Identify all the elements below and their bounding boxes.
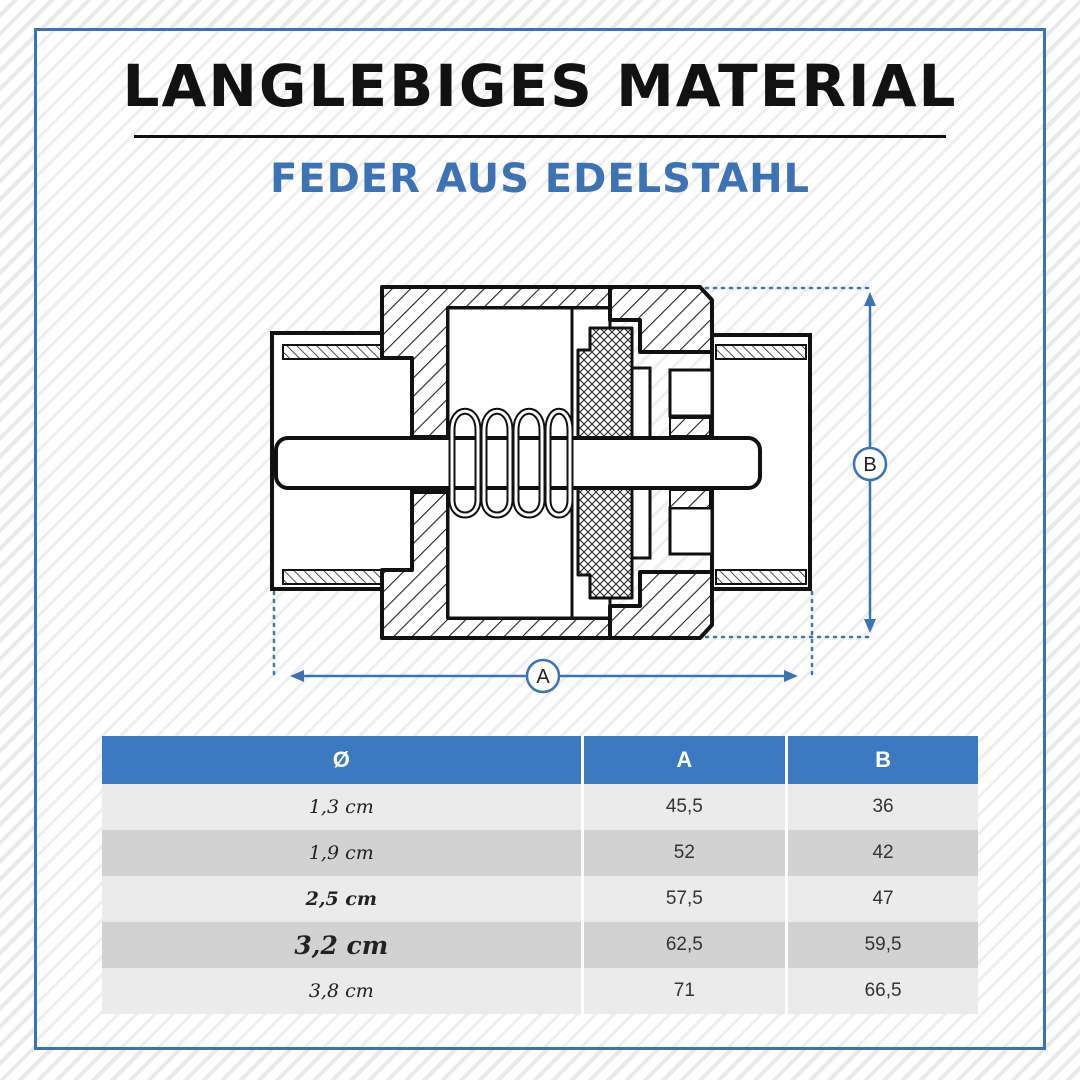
cell-b: 36 (788, 784, 978, 830)
table-row: 3,2 cm 62,5 59,5 (102, 922, 978, 968)
table-header-row: Ø A B (102, 736, 978, 784)
table-row: 3,8 cm 71 66,5 (102, 968, 978, 1014)
cell-diameter: 1,3 cm (102, 784, 584, 830)
cell-diameter: 3,8 cm (102, 968, 584, 1014)
page-title: LANGLEBIGES MATERIAL (122, 52, 958, 120)
page-subtitle: FEDER AUS EDELSTAHL (269, 156, 811, 202)
cell-a: 57,5 (583, 876, 789, 922)
cell-diameter: 3,2 cm (102, 922, 584, 968)
cell-b: 42 (788, 830, 978, 876)
check-valve-cross-section: B A (270, 285, 888, 694)
cell-b: 59,5 (788, 922, 978, 968)
cell-diameter: 2,5 cm (102, 876, 584, 922)
cell-b: 66,5 (788, 968, 978, 1014)
title-divider (134, 135, 946, 138)
valve-body-right (608, 285, 714, 640)
dimension-a-label: A (536, 666, 550, 688)
dimension-b-label: B (863, 454, 876, 476)
dimension-b: B (704, 286, 888, 639)
cell-diameter: 1,9 cm (102, 830, 584, 876)
header-a: A (583, 736, 789, 784)
steel-spring (448, 407, 574, 519)
dimensions-table: Ø A B 1,3 cm 45,5 36 1,9 cm 52 42 2,5 cm… (102, 736, 978, 1014)
header-b: B (788, 736, 978, 784)
cell-a: 62,5 (583, 922, 789, 968)
cell-a: 52 (583, 830, 789, 876)
table-row: 1,9 cm 52 42 (102, 830, 978, 876)
cell-a: 71 (583, 968, 789, 1014)
dimension-a: A (272, 590, 814, 694)
cell-a: 45,5 (583, 784, 789, 830)
table-row: 2,5 cm 57,5 47 (102, 876, 978, 922)
header-diameter: Ø (102, 736, 584, 784)
cell-b: 47 (788, 876, 978, 922)
table-row: 1,3 cm 45,5 36 (102, 784, 978, 830)
